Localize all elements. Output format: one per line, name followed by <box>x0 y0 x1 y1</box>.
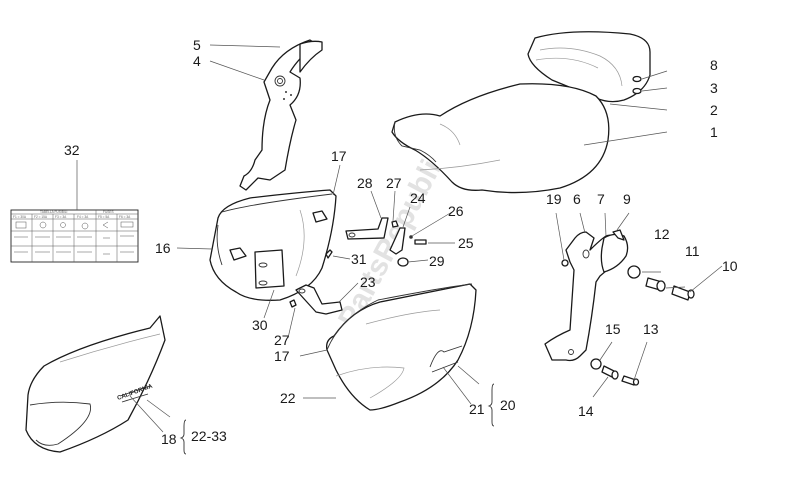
callout-16: 16 <box>155 240 171 256</box>
callout-30: 30 <box>252 317 268 333</box>
fuse-cell: F5 = 5A <box>98 215 110 219</box>
callout-2: 2 <box>710 102 718 118</box>
callout-19: 19 <box>546 191 562 207</box>
callout-5: 5 <box>193 37 201 53</box>
indicator-icon <box>102 221 109 229</box>
light-icon <box>60 222 66 228</box>
generator-icon <box>39 221 47 229</box>
seat-part[interactable] <box>391 31 651 194</box>
callout-9: 9 <box>623 191 631 207</box>
callout-25: 25 <box>458 235 474 251</box>
callout-29: 29 <box>429 253 445 269</box>
callout-31: 31 <box>351 251 367 267</box>
callout-23: 23 <box>360 274 376 290</box>
callout-18: 18 <box>161 431 177 447</box>
callout-17-upper: 17 <box>331 148 347 164</box>
callout-20: 20 <box>500 397 516 413</box>
mounting-bracket-part[interactable] <box>289 249 343 315</box>
callout-7: 7 <box>597 191 605 207</box>
fuse-table-header: TABELLA FUSIBILI <box>40 210 68 214</box>
brace-20 <box>487 383 495 427</box>
leader-lines <box>76 44 723 433</box>
callout-10: 10 <box>722 258 738 274</box>
callout-14: 14 <box>578 403 594 419</box>
fuse-cell: F6 = 3A <box>119 215 131 219</box>
fuse-cell: F3 = 3A <box>55 215 67 219</box>
brace-22-33 <box>179 419 187 455</box>
callout-17-lower: 17 <box>274 348 290 364</box>
power-icon <box>120 221 134 228</box>
callout-3: 3 <box>710 80 718 96</box>
side-frame-bracket-part[interactable] <box>544 229 629 362</box>
callout-28: 28 <box>357 175 373 191</box>
callout-12: 12 <box>654 226 670 242</box>
callout-13: 13 <box>643 321 659 337</box>
horn-icon <box>81 222 89 230</box>
fuse-cell: F4 = 3A <box>77 215 89 219</box>
callout-22-33: 22-33 <box>191 428 227 444</box>
callout-15: 15 <box>605 321 621 337</box>
rubber-pad-part[interactable] <box>632 75 642 95</box>
callout-1: 1 <box>710 124 718 140</box>
rear-bracket-part[interactable] <box>239 39 323 191</box>
callout-8: 8 <box>710 57 718 73</box>
callout-27-upper: 27 <box>386 175 402 191</box>
fuse-table-label[interactable]: TABELLA FUSIBILI FUSES F1 = 30A F2 = 15A… <box>10 209 139 263</box>
callout-6: 6 <box>573 191 581 207</box>
left-side-panel-part[interactable] <box>209 189 337 301</box>
bolt-set-lower[interactable] <box>590 358 640 386</box>
callout-11: 11 <box>685 243 700 259</box>
callout-26: 26 <box>448 203 464 219</box>
hinge-bracket-part[interactable] <box>345 217 427 267</box>
callout-22: 22 <box>280 390 296 406</box>
fuse-cell: F2 = 15A <box>34 215 48 219</box>
bolt-set-upper[interactable] <box>627 265 695 301</box>
callout-27-lower: 27 <box>274 332 290 348</box>
callout-21: 21 <box>469 401 485 417</box>
callout-24: 24 <box>410 190 426 206</box>
fuse-cell: F1 = 30A <box>13 215 27 219</box>
lower-left-cover-part[interactable]: CALIFORNIA <box>25 315 166 453</box>
callout-4: 4 <box>193 53 201 69</box>
fuse-table-header-right: FUSES <box>103 210 114 214</box>
battery-icon <box>15 221 27 229</box>
callout-32: 32 <box>64 142 80 158</box>
right-side-panel-part[interactable] <box>326 283 477 411</box>
